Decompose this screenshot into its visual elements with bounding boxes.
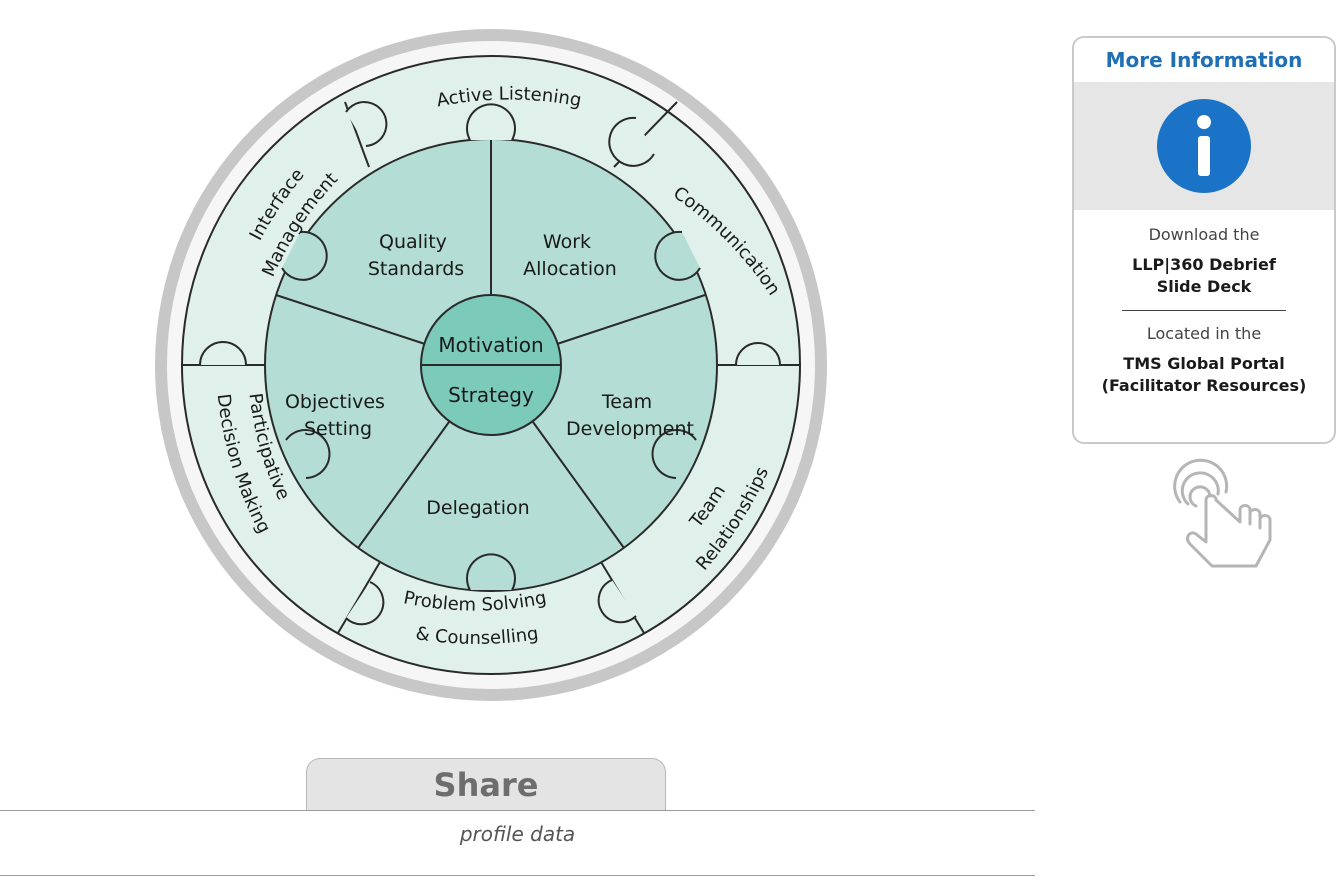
icon-band (1074, 82, 1334, 210)
leadership-wheel: Motivation Strategy Work Allocation Team… (155, 29, 827, 701)
puzzle-tab (597, 579, 637, 624)
more-information-panel[interactable]: More Information Download the LLP|360 De… (1072, 36, 1336, 444)
inner-divider (556, 294, 706, 345)
puzzle-tab (654, 230, 701, 281)
puzzle-tab (735, 342, 781, 366)
deck-name-line1[interactable]: LLP|360 Debrief (1132, 255, 1276, 274)
puzzle-tab (285, 429, 331, 479)
deck-name-line2[interactable]: Slide Deck (1156, 277, 1252, 296)
inner-divider (532, 421, 625, 549)
puzzle-tab (281, 230, 328, 281)
ring-divider (337, 561, 381, 634)
puzzle-tab (345, 101, 388, 147)
puzzle-tab (466, 553, 516, 591)
portal-name-line1[interactable]: TMS Global Portal (1123, 354, 1285, 373)
inner-divider (275, 294, 426, 345)
segment-delegation: Delegation (426, 497, 529, 519)
portal-name-line2[interactable]: (Facilitator Resources) (1101, 376, 1307, 395)
info-icon (1157, 99, 1251, 193)
tap-hand-icon[interactable] (1160, 458, 1290, 574)
download-text: Download the (1148, 225, 1260, 244)
puzzle-tab (199, 341, 247, 366)
panel-title: More Information (1074, 38, 1334, 82)
segment-team-development: Team Development (566, 391, 694, 440)
inner-divider (357, 421, 450, 549)
hub-top-label: Motivation (438, 333, 543, 357)
puzzle-tab (651, 429, 697, 479)
located-text: Located in the (1146, 324, 1262, 343)
share-button[interactable]: Share (306, 758, 666, 810)
segment-quality-standards: Quality Standards (368, 231, 464, 280)
puzzle-tab (466, 103, 516, 141)
hub-bottom-label: Strategy (448, 383, 534, 407)
puzzle-tab (345, 581, 385, 626)
panel-body: Download the LLP|360 Debrief Slide Deck … (1074, 210, 1334, 397)
share-label: Share (433, 766, 539, 804)
puzzle-tab (608, 116, 655, 167)
share-rule-bottom (0, 875, 1035, 876)
share-rule-top (0, 810, 1035, 811)
panel-divider (1122, 310, 1286, 311)
share-subtitle: profile data (459, 822, 576, 846)
segment-objectives-setting: Objectives Setting (285, 391, 391, 440)
segment-work-allocation: Work Allocation (523, 231, 617, 280)
